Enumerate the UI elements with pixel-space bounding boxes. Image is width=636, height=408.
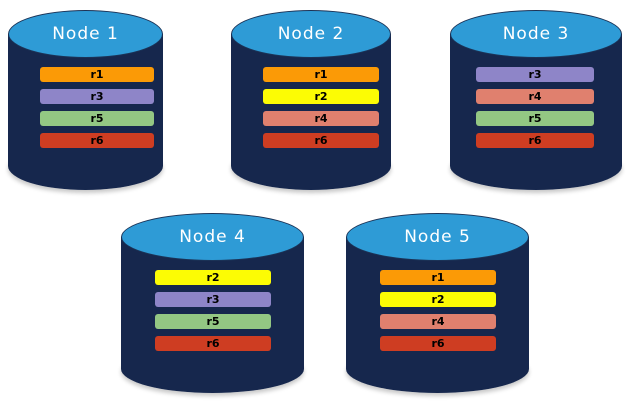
replica-r2[interactable]: r2 bbox=[155, 270, 271, 285]
replica-r6[interactable]: r6 bbox=[380, 336, 496, 351]
replica-r4[interactable]: r4 bbox=[380, 314, 496, 329]
replica-r5[interactable]: r5 bbox=[476, 111, 594, 126]
replica-r6[interactable]: r6 bbox=[263, 133, 379, 148]
node-3[interactable]: Node 3 r3 r4 r5 r6 bbox=[450, 10, 622, 190]
node-label: Node 1 bbox=[52, 24, 119, 44]
cylinder-top-ellipse bbox=[450, 10, 622, 58]
replica-r4[interactable]: r4 bbox=[263, 111, 379, 126]
replica-list: r2 r3 r5 r6 bbox=[155, 270, 271, 351]
replica-r5[interactable]: r5 bbox=[155, 314, 271, 329]
replica-list: r1 r3 r5 r6 bbox=[40, 67, 154, 148]
replica-r1[interactable]: r1 bbox=[40, 67, 154, 82]
replica-list: r1 r2 r4 r6 bbox=[380, 270, 496, 351]
replica-r3[interactable]: r3 bbox=[40, 89, 154, 104]
replica-r1[interactable]: r1 bbox=[263, 67, 379, 82]
replica-r5[interactable]: r5 bbox=[40, 111, 154, 126]
cylinder-top-ellipse bbox=[121, 213, 304, 261]
cylinder-top-ellipse bbox=[8, 10, 163, 58]
replica-r6[interactable]: r6 bbox=[476, 133, 594, 148]
replica-r3[interactable]: r3 bbox=[155, 292, 271, 307]
node-label: Node 5 bbox=[404, 227, 471, 247]
node-1[interactable]: Node 1 r1 r3 r5 r6 bbox=[8, 10, 163, 190]
replica-r4[interactable]: r4 bbox=[476, 89, 594, 104]
node-label: Node 2 bbox=[277, 24, 345, 44]
node-label: Node 4 bbox=[179, 227, 246, 247]
replica-r1[interactable]: r1 bbox=[380, 270, 496, 285]
replica-r2[interactable]: r2 bbox=[263, 89, 379, 104]
replica-r6[interactable]: r6 bbox=[40, 133, 154, 148]
replica-list: r1 r2 r4 r6 bbox=[263, 67, 379, 148]
replica-r6[interactable]: r6 bbox=[155, 336, 271, 351]
replica-list: r3 r4 r5 r6 bbox=[476, 67, 594, 148]
replica-r3[interactable]: r3 bbox=[476, 67, 594, 82]
node-4[interactable]: Node 4 r2 r3 r5 r6 bbox=[121, 213, 304, 393]
cylinder-top-ellipse bbox=[231, 10, 391, 58]
node-5[interactable]: Node 5 r1 r2 r4 r6 bbox=[346, 213, 529, 393]
replica-r2[interactable]: r2 bbox=[380, 292, 496, 307]
node-2[interactable]: Node 2 r1 r2 r4 r6 bbox=[231, 10, 391, 190]
node-label: Node 3 bbox=[502, 24, 570, 44]
cylinder-top-ellipse bbox=[346, 213, 529, 261]
